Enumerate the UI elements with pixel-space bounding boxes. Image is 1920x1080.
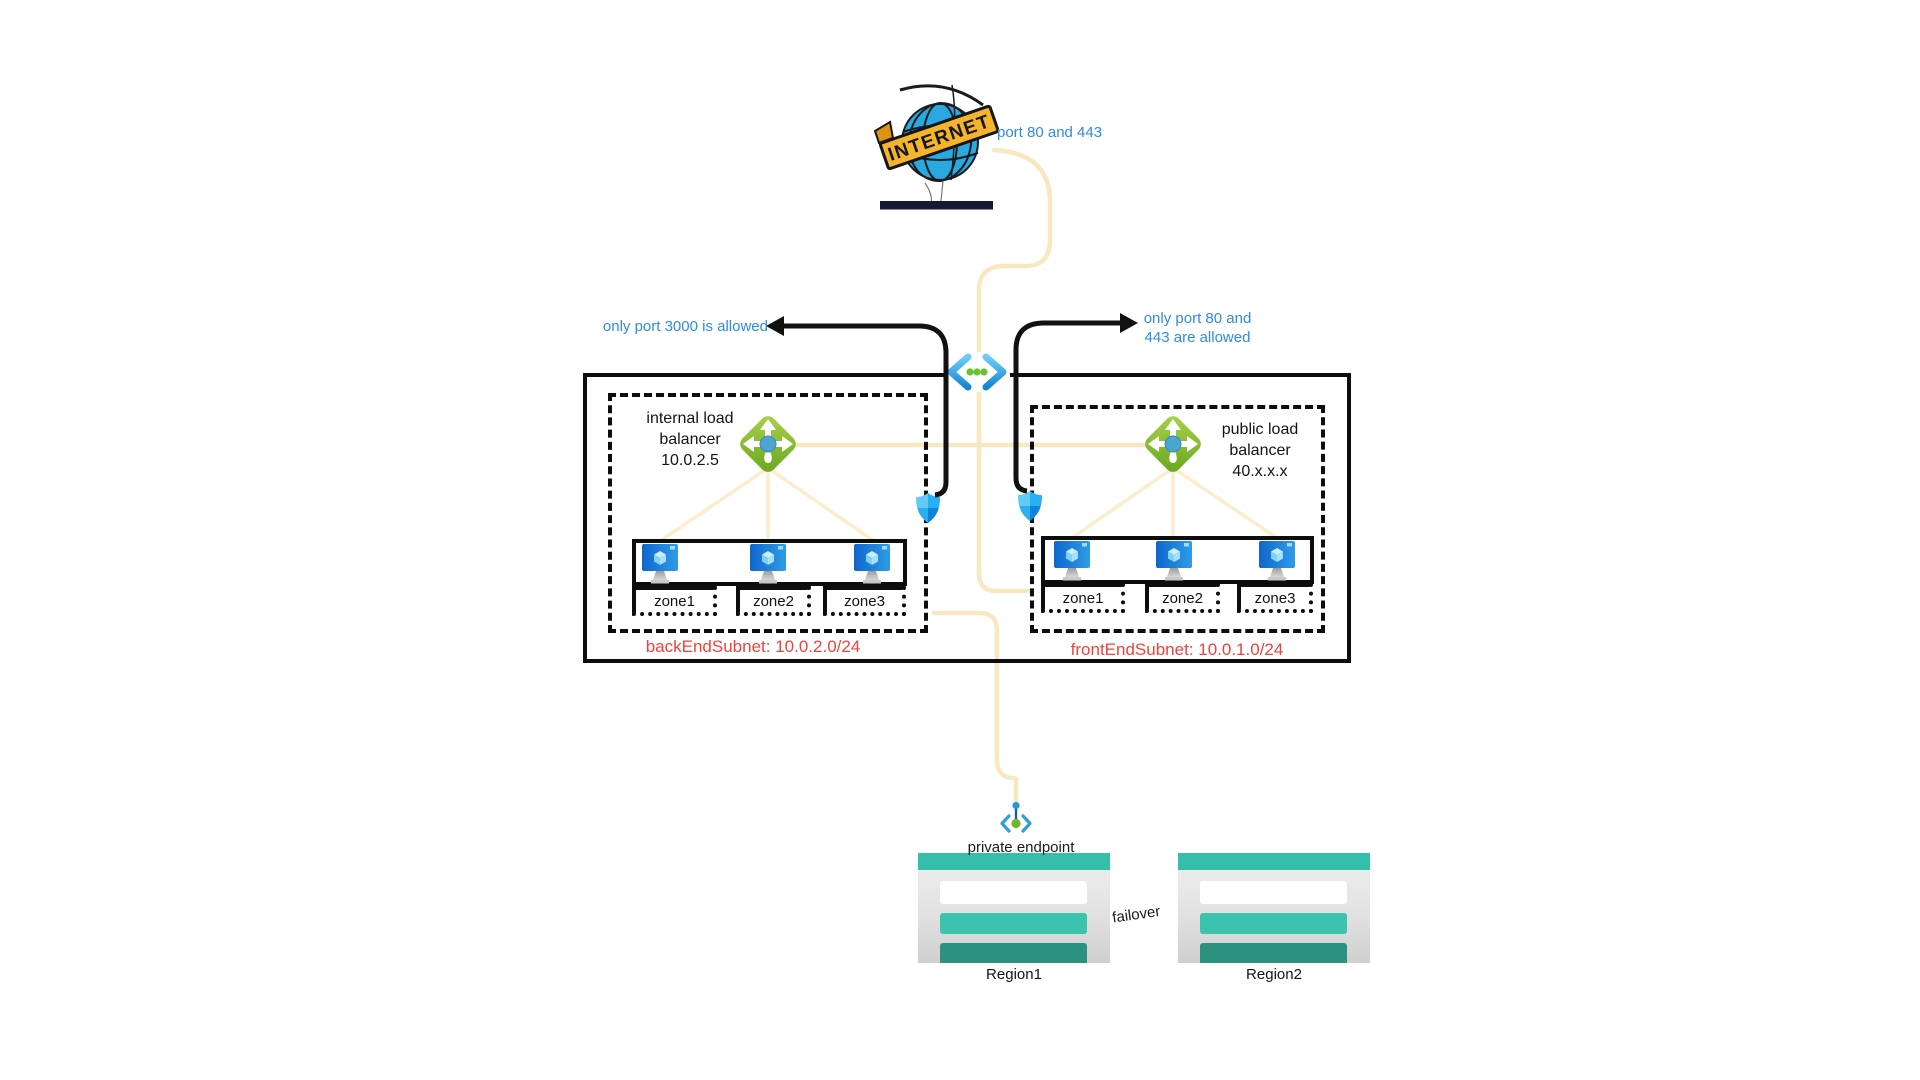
public-lb-label-line1: public load: [1221, 421, 1299, 438]
backend-zone1-box: zone1: [632, 586, 717, 616]
left-arrowhead: [766, 316, 784, 336]
right-nsg-arrow: [1013, 320, 1122, 494]
vm-icon: [642, 544, 678, 584]
region-card-header: [918, 853, 1110, 870]
vm-icon: [750, 544, 786, 584]
backend-zone2-box: zone2: [736, 586, 811, 616]
vm-icon: [1156, 541, 1192, 581]
region-card-dark-bar: [1200, 943, 1347, 963]
internal-load-balancer-icon: [740, 416, 796, 472]
region2-label: Region2: [1246, 966, 1302, 983]
region-card-teal-bar: [1200, 913, 1347, 934]
internal-lb-label: internal load balancer 10.0.2.5: [600, 408, 780, 471]
left-arrow-label: only port 3000 is allowed: [602, 318, 768, 335]
internal-lb-fanout: [659, 466, 875, 543]
frontend-zone2-box: zone2: [1145, 583, 1220, 613]
right-arrow-label-line2: 443 are allowed: [1144, 329, 1251, 346]
private-endpoint-label: private endpoint: [967, 839, 1075, 856]
internet-icon: INTERNET: [873, 84, 1000, 210]
region-card-white-bar: [940, 881, 1087, 904]
private-endpoint-connector: [931, 610, 1019, 807]
region1-card: [918, 853, 1110, 963]
internal-lb-label-line2: balancer: [659, 431, 721, 448]
zone-label: zone3: [844, 592, 885, 610]
region2-card: [1178, 853, 1370, 963]
load-balancer-chevron-icon: [944, 352, 1010, 392]
vm-icon: [854, 544, 890, 584]
public-load-balancer-icon: [1145, 416, 1201, 472]
vm-icon: [1054, 541, 1090, 581]
left-nsg-arrow: [782, 323, 949, 498]
backend-vm-row-box: [632, 539, 907, 586]
region-card-teal-bar: [940, 913, 1087, 934]
region-card-white-bar: [1200, 881, 1347, 904]
private-endpoint-icon: [1000, 801, 1032, 833]
zone-label: zone1: [1062, 589, 1104, 607]
region1-label: Region1: [986, 966, 1042, 983]
internet-port-label: port 80 and 443: [997, 124, 1103, 141]
backend-zone3-box: zone3: [823, 586, 906, 616]
backend-subnet-label: backEndSubnet: 10.0.2.0/24: [645, 637, 861, 656]
zone-label: zone1: [654, 592, 695, 610]
frontend-zone3-box: zone3: [1237, 583, 1313, 613]
right-arrowhead: [1120, 313, 1138, 333]
internal-lb-label-line3: 10.0.2.5: [661, 452, 719, 469]
internet-base-bar: [880, 201, 993, 210]
public-lb-fanout: [1071, 466, 1278, 540]
zone-label: zone2: [753, 592, 794, 610]
internet-to-lb-connector: [976, 147, 1053, 594]
zone-label: zone2: [1162, 589, 1203, 607]
public-lb-label: public load balancer 40.x.x.x: [1180, 419, 1340, 482]
zone-label: zone3: [1254, 589, 1296, 607]
frontend-zone1-box: zone1: [1041, 583, 1125, 613]
right-arrow-label: only port 80 and 443 are allowed: [1130, 309, 1265, 347]
right-arrow-label-line1: only port 80 and: [1143, 310, 1252, 327]
public-lb-label-line3: 40.x.x.x: [1232, 463, 1288, 480]
internal-lb-label-line1: internal load: [646, 410, 734, 427]
region-card-dark-bar: [940, 943, 1087, 963]
public-lb-label-line2: balancer: [1229, 442, 1291, 459]
nsg-shield-icon: [1018, 491, 1042, 521]
frontend-subnet-label: frontEndSubnet: 10.0.1.0/24: [1070, 640, 1284, 659]
frontend-vm-row-box: [1041, 536, 1314, 584]
vm-icon: [1259, 541, 1295, 581]
region-card-header: [1178, 853, 1370, 870]
